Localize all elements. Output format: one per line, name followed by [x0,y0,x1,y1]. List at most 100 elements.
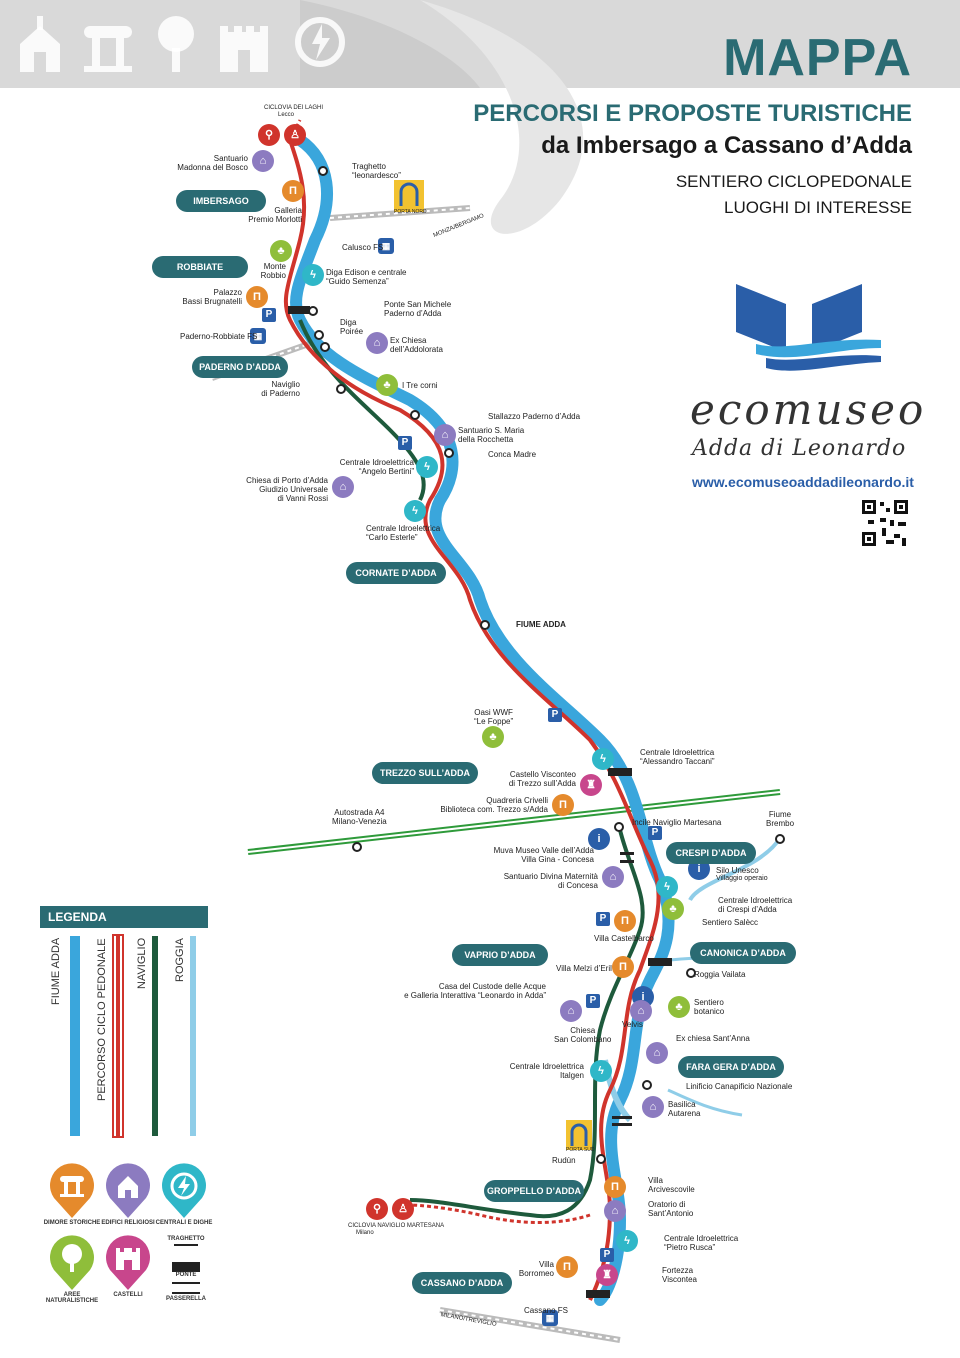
legend-river-label: FIUME ADDA [50,938,62,1006]
column-icon[interactable]: Π [604,1176,626,1198]
church-icon[interactable]: ⌂ [604,1200,626,1222]
tree-icon[interactable]: ♣ [668,996,690,1018]
town-tag-vaprio[interactable]: VAPRIO D’ADDA [452,944,548,966]
town-tag-imbersago[interactable]: IMBERSAGO [176,190,266,212]
fiume-brembo-label: Fiume Brembo [766,810,795,828]
castle-icon[interactable]: ♜ [596,1264,618,1286]
parking-icon[interactable]: P [648,826,662,840]
lecco-label: Lecco [278,112,295,118]
porta-nord-label: PORTA NORD [394,209,427,215]
roggia-vailata-label: Roggia Vailata [694,970,746,979]
stop-ponte[interactable] [308,306,318,316]
naviglio-paderno-label: Naviglio di Paderno [261,380,300,398]
power-plant-icon[interactable]: ϟ [416,456,438,478]
town-tag-paderno[interactable]: PADERNO D’ADDA [192,356,288,378]
page-subtitle: PERCORSI E PROPOSTE TURISTICHE [473,100,912,127]
town-tag-groppello[interactable]: GROPPELLO D’ADDA [484,1180,584,1202]
power-plant-icon[interactable]: ϟ [404,500,426,522]
church-icon[interactable]: ⌂ [560,1000,582,1022]
info-icon[interactable]: i [588,828,610,850]
church-icon[interactable]: ⌂ [642,1096,664,1118]
stop-diga[interactable] [314,330,324,340]
decorative-swirl [300,0,584,234]
legend-aree-label: AREE NATURALISTICHE [45,1292,99,1304]
column-icon[interactable]: Π [612,956,634,978]
power-plant-icon[interactable]: ϟ [616,1230,638,1252]
church-icon[interactable]: ⌂ [366,332,388,354]
town-tag-cornate[interactable]: CORNATE D’ADDA [346,562,446,584]
church-icon[interactable]: ⌂ [252,150,274,172]
power-plant-icon[interactable]: ϟ [656,876,678,898]
stop-roggia-vailata[interactable] [686,968,696,978]
stop-traghetto[interactable] [318,166,328,176]
centrale-taccani-label: Centrale Idroelettrica “Alessandro Tacca… [640,748,715,766]
legend-ponte-label: PONTE [175,1272,197,1278]
qr-code-icon[interactable] [860,498,910,548]
town-tag-fara[interactable]: FARA GERA D’ADDA [678,1056,784,1078]
church-icon[interactable]: ⌂ [630,1000,652,1022]
parking-icon[interactable]: P [262,308,276,322]
parking-icon[interactable]: P [586,994,600,1008]
oasi-wwf-label: Oasi WWF “Le Foppe” [474,708,514,726]
church-icon[interactable]: ⌂ [602,866,624,888]
column-icon[interactable]: Π [556,1256,578,1278]
legend-centrali-label: CENTRALI E DIGHE [155,1220,213,1226]
train-icon[interactable]: ▦ [250,328,266,344]
monte-robbio-label: Monte Robbio [260,262,286,280]
santuario-concesa-label: Santuario Divina Maternità di Concesa [503,872,598,890]
parking-icon[interactable]: P [548,708,562,722]
town-tag-canonica[interactable]: CANONICA D’ADDA [690,942,796,964]
parking-icon[interactable]: P [596,912,610,926]
town-tag-cassano[interactable]: CASSANO D’ADDA [412,1272,512,1294]
castle-icon[interactable]: ♜ [580,774,602,796]
town-tag-robbiate[interactable]: ROBBIATE [152,256,248,278]
santuario-rocchetta-label: Santuario S. Maria della Rocchetta [458,426,525,444]
brembo-river [688,836,782,902]
church-icon[interactable]: ⌂ [332,476,354,498]
centrale-crespi-label: Centrale Idroelettrica di Crespi d’Adda [718,896,793,914]
stop-conca[interactable] [444,448,454,458]
stop-rudun[interactable] [596,1154,606,1164]
church-icon[interactable]: ⌂ [646,1042,668,1064]
stop-incile[interactable] [614,822,624,832]
tree-icon[interactable]: ♣ [482,726,504,748]
train-icon[interactable]: ▦ [542,1310,558,1326]
santuario-bosco-label: Santuario Madonna del Bosco [177,154,248,172]
ciclovia-martesana-label: CICLOVIA NAVIGLIO MARTESANA [348,1223,445,1229]
parking-icon[interactable]: P [398,436,412,450]
tree-icon[interactable]: ♣ [662,898,684,920]
column-icon[interactable]: Π [552,794,574,816]
column-icon[interactable]: Π [246,286,268,308]
column-icon[interactable]: Π [282,180,304,202]
town-tag-crespi[interactable]: CRESPI D’ADDA [666,842,756,864]
ecomuseo-url-link[interactable]: www.ecomuseoaddadileonardo.it [692,474,914,490]
stop-autostrada[interactable] [352,842,362,852]
legend-passerella-label: PASSERELLA [166,1296,206,1302]
parking-icon[interactable]: P [600,1248,614,1262]
oratorio-label: Oratorio di Sant’Antonio [648,1200,694,1218]
legend-roggia-label: ROGGIA [174,938,186,983]
power-plant-icon[interactable]: ϟ [302,264,324,286]
castle-icon [106,1235,150,1290]
town-tag-trezzo[interactable]: TREZZO SULL’ADDA [372,762,478,784]
traghetto-label: Traghetto “leonardesco” [352,162,401,180]
stop-naviglio[interactable] [336,384,346,394]
legend-river-line [70,936,80,1136]
chiesa-porto-label: Chiesa di Porto d’Adda Giudizio Universa… [246,476,328,503]
stop-linificio[interactable] [642,1080,652,1090]
stop-fiume-adda[interactable] [480,620,490,630]
bridge-icon [172,1262,200,1272]
tree-icon[interactable]: ♣ [376,374,398,396]
stop-brembo[interactable] [775,834,785,844]
power-plant-icon[interactable]: ϟ [592,748,614,770]
porta-sud-icon [566,1120,592,1150]
stop-stallazzo[interactable] [410,410,420,420]
train-icon[interactable]: ▦ [378,238,394,254]
tree-icon[interactable]: ♣ [270,240,292,262]
stallazzo-label: Stallazzo Paderno d’Adda [488,412,581,421]
ponte-sanmichele-label: Ponte San Michele Paderno d’Adda [384,300,452,318]
stop-diga2[interactable] [320,342,330,352]
column-icon[interactable]: Π [614,910,636,932]
church-icon[interactable]: ⌂ [434,424,456,446]
power-plant-icon[interactable]: ϟ [590,1060,612,1082]
